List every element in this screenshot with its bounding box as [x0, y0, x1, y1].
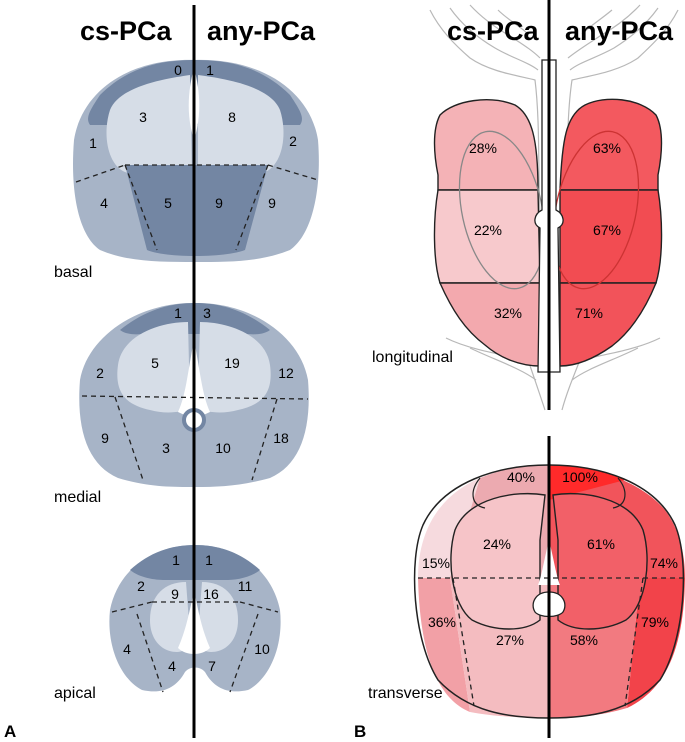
trans-top-arc-right	[612, 477, 626, 509]
medial-dash-lower-left	[114, 396, 144, 481]
basal-right-inner: 8	[228, 109, 236, 125]
basal-left-inner: 3	[139, 109, 147, 125]
long-left-apex-value: 32%	[494, 305, 522, 321]
transverse-label: transverse	[368, 685, 443, 702]
panel-b-label: B	[354, 722, 366, 741]
longitudinal-right	[552, 98, 663, 367]
basal-lower-shade	[125, 165, 268, 256]
trans-right-outer-bottom-value: 79%	[641, 614, 669, 630]
apical-section: 1 1 9 16 2 11 4 4 7 10 apical	[54, 545, 281, 702]
basal-right-side: 2	[289, 133, 297, 149]
transverse-section: 40% 100% 24% 61% 15% 74% 36% 27% 58% 79%	[413, 464, 685, 719]
long-right-apex-value: 71%	[575, 305, 603, 321]
basal-right-inner-bottom: 9	[215, 195, 223, 211]
medial-inner-right	[198, 322, 271, 413]
trans-inner-left	[450, 492, 546, 630]
apical-right-inner-bottom: 7	[208, 658, 216, 674]
basal-section: 0 1 3 8 1 2 4 5 9 9 basal	[54, 59, 319, 281]
trans-left-side-value: 15%	[422, 555, 450, 571]
long-left-base-value: 28%	[469, 140, 497, 156]
panel-a: cs-PCa any-PCa 0 1 3 8 1 2 4 5 9 9 basal	[4, 5, 319, 741]
apical-right-top: 1	[205, 552, 213, 568]
basal-left-top: 0	[174, 62, 182, 78]
trans-right-inner-bottom-value: 58%	[570, 632, 598, 648]
trans-dash-lower-right	[624, 577, 644, 707]
apical-dash-lower-left	[136, 613, 164, 693]
medial-right-side: 12	[278, 365, 294, 381]
panel-a-label: A	[4, 722, 16, 741]
trans-top-arc-left	[472, 477, 486, 509]
medial-label: medial	[54, 489, 101, 506]
trans-left-top-value: 40%	[507, 469, 535, 485]
medial-left-side: 2	[96, 365, 104, 381]
longitudinal-label: longitudinal	[372, 349, 453, 366]
long-left-inner-ring	[458, 130, 546, 290]
basal-left-outer-bottom: 4	[100, 195, 108, 211]
apical-left-inner: 9	[171, 586, 179, 602]
basal-left-side: 1	[89, 135, 97, 151]
medial-left-inner-bottom: 3	[162, 440, 170, 456]
longitudinal-left	[433, 99, 546, 367]
basal-inner-left	[106, 75, 192, 179]
medial-section: 1 3 5 19 2 12 9 3 10 18 medial	[54, 302, 309, 506]
long-right-base-value: 63%	[593, 140, 621, 156]
medial-right-outer-bottom: 18	[273, 430, 289, 446]
medial-inner-left	[117, 322, 190, 413]
long-right-mid-value: 67%	[593, 222, 621, 238]
trans-left-bottom-outer	[418, 578, 470, 712]
trans-right-bottom-outer	[627, 578, 685, 708]
basal-dash-lower-right	[235, 164, 269, 251]
long-right-apex	[559, 282, 658, 367]
medial-left-outer-bottom: 9	[101, 430, 109, 446]
apical-left-top: 1	[172, 552, 180, 568]
trans-left-inner-bottom-value: 27%	[496, 632, 524, 648]
basal-left-inner-bottom: 5	[164, 195, 172, 211]
panel-b-header-right: any-PCa	[565, 16, 674, 46]
basal-right-outer-bottom: 9	[268, 195, 276, 211]
long-right-inner-ring	[552, 130, 640, 290]
apical-right-side: 11	[238, 578, 253, 594]
apical-right-outer-bottom: 10	[254, 641, 270, 657]
apical-inner-right	[198, 582, 238, 652]
long-left-mid-value: 22%	[474, 222, 502, 238]
apical-label: apical	[54, 685, 96, 702]
trans-left-inner-value: 24%	[483, 536, 511, 552]
apical-inner-left	[150, 582, 190, 652]
apical-dash-lower-right	[229, 613, 259, 693]
medial-right-top: 3	[203, 305, 211, 321]
apical-dash-left	[111, 601, 153, 613]
apical-left-side: 2	[137, 578, 145, 594]
long-left-apex	[438, 282, 541, 367]
trans-right-top	[549, 465, 625, 500]
medial-right-inner-bottom: 10	[215, 440, 231, 456]
long-left-base	[433, 99, 539, 191]
medial-left-top: 1	[174, 305, 182, 321]
trans-left-side	[418, 478, 480, 578]
medial-dash-mid	[81, 395, 309, 400]
basal-label: basal	[54, 264, 92, 281]
basal-right-top: 1	[206, 62, 214, 78]
trans-inner-right	[552, 492, 648, 630]
panel-b: 28% 22% 32% 63% 67% 71% longitudinal	[354, 0, 685, 741]
apical-left-inner-bottom: 4	[168, 658, 176, 674]
panel-b-header-left: cs-PCa	[447, 16, 540, 46]
panel-a-header-left: cs-PCa	[80, 16, 173, 46]
medial-right-inner: 19	[224, 355, 240, 371]
basal-inner-right	[198, 75, 284, 179]
trans-right-top-value: 100%	[562, 469, 598, 485]
trans-dash-lower-left	[452, 577, 475, 707]
trans-right-inner-value: 61%	[587, 536, 615, 552]
apical-dash-right	[239, 601, 279, 613]
trans-right-side-value: 74%	[650, 555, 678, 571]
apical-right-inner: 16	[203, 586, 219, 602]
medial-left-inner: 5	[151, 355, 159, 371]
apical-left-outer-bottom: 4	[123, 641, 131, 657]
basal-dash-lower-left	[124, 164, 158, 251]
trans-left-outer-bottom-value: 36%	[428, 614, 456, 630]
long-right-base	[559, 98, 663, 191]
panel-a-header-right: any-PCa	[207, 16, 316, 46]
